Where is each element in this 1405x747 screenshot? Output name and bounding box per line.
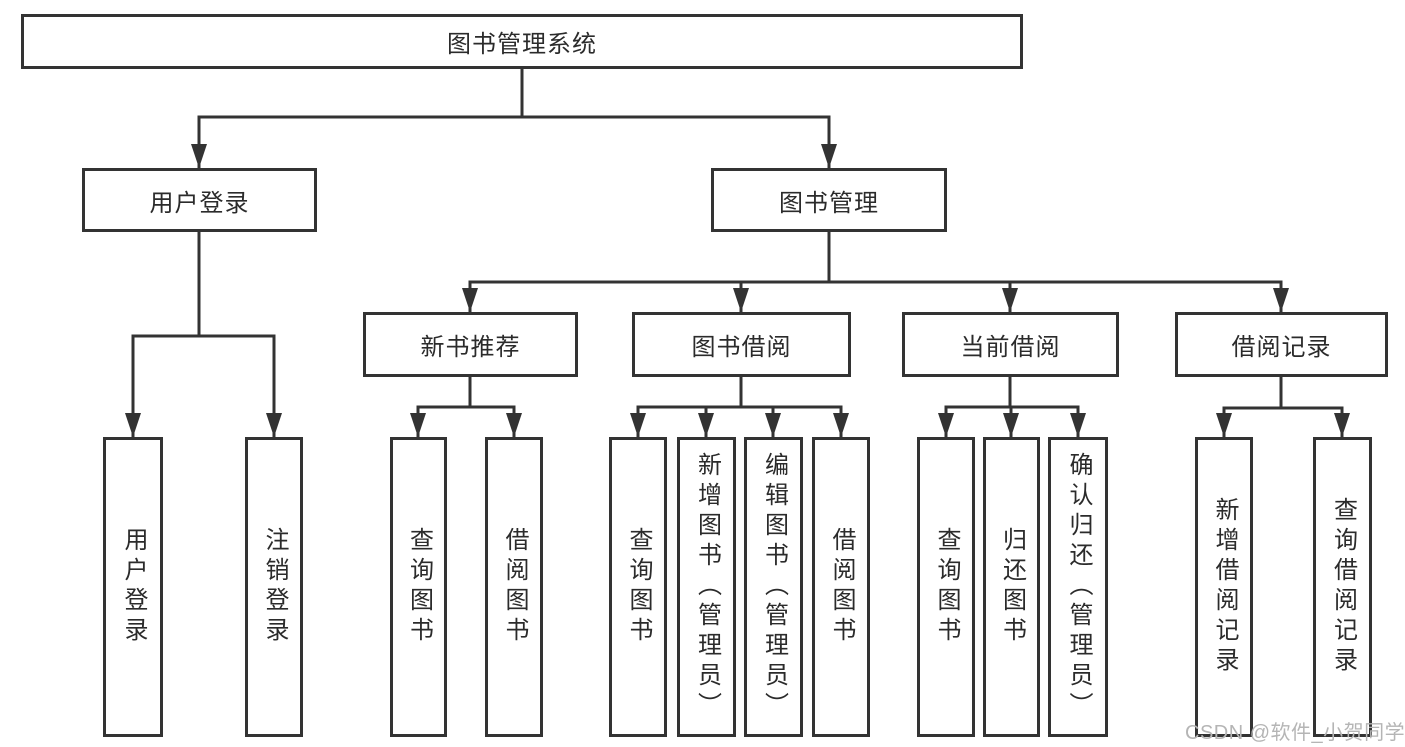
connector-current-borrow-to-leaves: [938, 377, 1086, 437]
leaf-current-confirm-return-admin: 确认归还（管理员）: [1048, 437, 1108, 737]
leaf-logout: 注销登录: [245, 437, 303, 737]
leaf-borrow-edit-book-admin: 编辑图书（管理员）: [744, 437, 803, 737]
leaf-recommend-query-book: 查询图书: [390, 437, 447, 737]
connector-user-login-to-leaves: [125, 232, 282, 437]
node-borrow-records: 借阅记录: [1175, 312, 1388, 377]
connector-book-management-to-level3: [462, 232, 1289, 312]
node-new-book-recommend: 新书推荐: [363, 312, 578, 377]
node-current-borrow: 当前借阅: [902, 312, 1119, 377]
leaf-recommend-borrow-book: 借阅图书: [485, 437, 543, 737]
node-book-management: 图书管理: [711, 168, 947, 232]
leaf-borrow-query-book: 查询图书: [609, 437, 667, 737]
leaf-records-add-borrow-record: 新增借阅记录: [1195, 437, 1253, 737]
connector-new-book-recommend-to-leaves: [410, 377, 522, 437]
node-book-borrow: 图书借阅: [632, 312, 851, 377]
connector-book-borrow-to-leaves: [630, 377, 849, 437]
leaf-records-query-borrow-record: 查询借阅记录: [1313, 437, 1372, 737]
csdn-watermark: CSDN @软件_小贺同学: [1185, 722, 1405, 744]
leaf-user-login: 用户登录: [103, 437, 163, 737]
leaf-current-return-book: 归还图书: [983, 437, 1040, 737]
connector-root-to-level2: [191, 69, 837, 168]
connector-borrow-records-to-leaves: [1216, 377, 1350, 437]
leaf-borrow-add-book-admin: 新增图书（管理员）: [677, 437, 736, 737]
leaf-current-query-book: 查询图书: [917, 437, 975, 737]
leaf-borrow-borrow-book: 借阅图书: [812, 437, 870, 737]
node-library-management-system: 图书管理系统: [21, 14, 1023, 69]
node-user-login: 用户登录: [82, 168, 317, 232]
